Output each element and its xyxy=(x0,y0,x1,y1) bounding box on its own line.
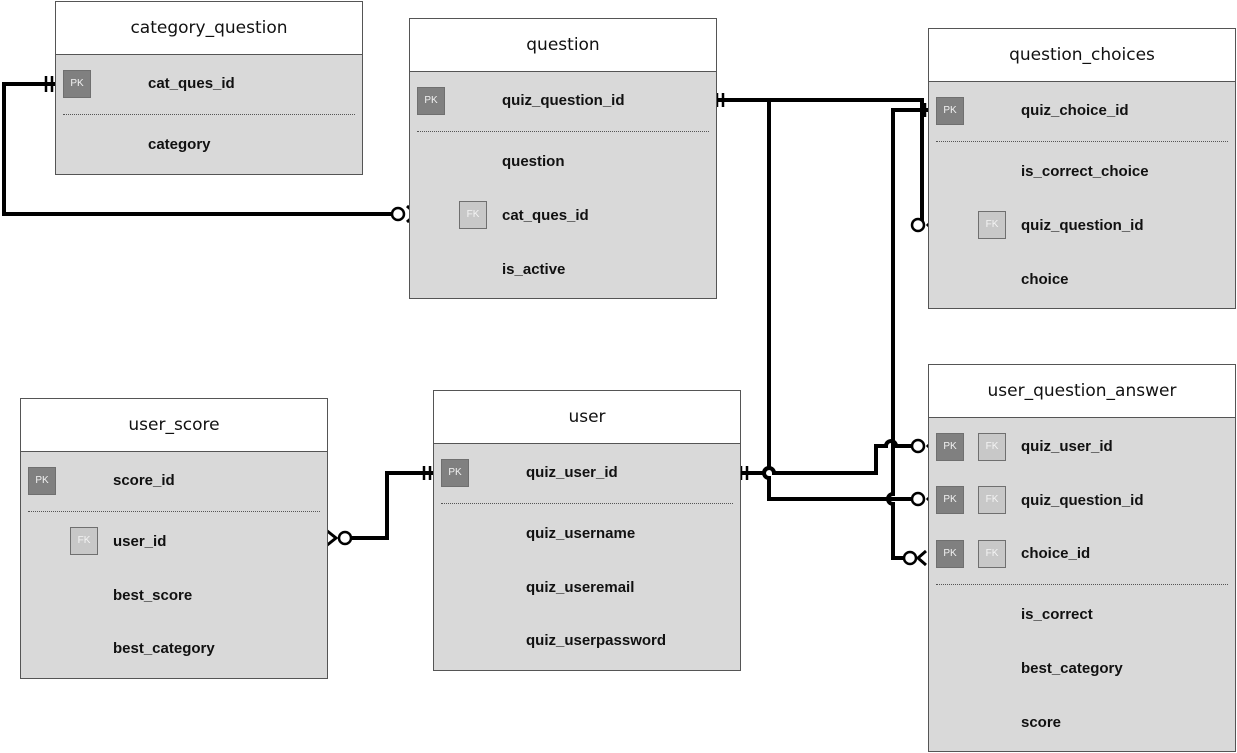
pk-badge: PK xyxy=(441,459,469,487)
entity-user-score[interactable]: user_score PK score_id FK user_id best_s… xyxy=(20,398,328,679)
pk-badge: PK xyxy=(63,70,91,98)
zero-mark-uqa-question xyxy=(910,491,926,507)
divider xyxy=(936,584,1228,585)
pk-badge: PK xyxy=(936,540,964,568)
entity-question[interactable]: question PK quiz_question_id question FK… xyxy=(409,18,717,299)
attr-choice: choice xyxy=(1021,271,1069,288)
attr-user-id: user_id xyxy=(113,533,167,550)
attr-quiz-user-id: quiz_user_id xyxy=(1021,438,1113,455)
entity-question-choices[interactable]: question_choices PK quiz_choice_id is_co… xyxy=(928,28,1236,309)
pk-badge: PK xyxy=(936,486,964,514)
fk-badge: FK xyxy=(70,527,98,555)
attr-is-correct: is_correct xyxy=(1021,606,1093,623)
zero-mark-uqa-choice xyxy=(902,550,918,566)
attr-quiz-username: quiz_username xyxy=(526,525,636,542)
attr-category: category xyxy=(148,136,211,153)
one-mark-user-right xyxy=(739,466,749,480)
attr-quiz-user-id: quiz_user_id xyxy=(526,464,618,481)
zero-mark-choices-question xyxy=(910,217,926,233)
entity-user[interactable]: user PK quiz_user_id quiz_username quiz_… xyxy=(433,390,741,671)
attr-is-correct-choice: is_correct_choice xyxy=(1021,163,1149,180)
pk-badge: PK xyxy=(936,97,964,125)
divider xyxy=(417,131,709,132)
attr-quiz-choice-id: quiz_choice_id xyxy=(1021,102,1129,119)
attr-choice-id: choice_id xyxy=(1021,545,1091,562)
zero-mark-question-cat xyxy=(390,206,406,222)
attr-question: question xyxy=(502,153,565,170)
entity-title: user_score xyxy=(21,399,327,452)
zero-mark-uqa-user xyxy=(910,438,926,454)
attr-quiz-question-id: quiz_question_id xyxy=(502,92,625,109)
attr-best-score: best_score xyxy=(113,587,193,604)
pk-badge: PK xyxy=(417,87,445,115)
entity-title: user xyxy=(434,391,740,444)
link-user-to-score xyxy=(350,471,440,540)
pk-badge: PK xyxy=(28,467,56,495)
one-mark-category-question xyxy=(44,76,54,92)
divider xyxy=(936,141,1228,142)
attr-quiz-useremail: quiz_useremail xyxy=(526,579,635,596)
link-user-to-uqa xyxy=(734,439,916,475)
attr-best-category: best_category xyxy=(1021,660,1123,677)
fk-badge: FK xyxy=(978,540,1006,568)
entity-title: question_choices xyxy=(929,29,1235,82)
link-category-question-to-question xyxy=(2,82,398,216)
attr-quiz-userpassword: quiz_userpassword xyxy=(526,632,667,649)
attr-quiz-question-id: quiz_question_id xyxy=(1021,492,1144,509)
divider xyxy=(28,511,320,512)
divider xyxy=(63,114,355,115)
attr-is-active: is_active xyxy=(502,261,566,278)
crowfoot-uqa-choice xyxy=(915,549,927,567)
entity-title: category_question xyxy=(56,2,362,55)
pk-badge: PK xyxy=(936,433,964,461)
entity-user-question-answer[interactable]: user_question_answer PK FK quiz_user_id … xyxy=(928,364,1236,752)
attr-quiz-question-id: quiz_question_id xyxy=(1021,217,1144,234)
one-mark-question-right xyxy=(715,93,725,107)
link-question-to-uqa xyxy=(762,100,924,501)
fk-badge: FK xyxy=(978,433,1006,461)
fk-badge: FK xyxy=(459,201,487,229)
entity-title: user_question_answer xyxy=(929,365,1235,418)
link-choices-to-uqa xyxy=(886,108,934,560)
fk-badge: FK xyxy=(978,211,1006,239)
attr-best-category: best_category xyxy=(113,640,215,657)
entity-title: question xyxy=(410,19,716,72)
crowfoot-score-user xyxy=(325,528,339,548)
zero-mark-score-user xyxy=(337,530,353,546)
attr-score: score xyxy=(1021,714,1062,731)
fk-badge: FK xyxy=(978,486,1006,514)
entity-category-question[interactable]: category_question PK cat_ques_id categor… xyxy=(55,1,363,175)
attr-cat-ques-id: cat_ques_id xyxy=(148,75,235,92)
attr-cat-ques-id: cat_ques_id xyxy=(502,207,589,224)
divider xyxy=(441,503,733,504)
one-mark-user-pk xyxy=(422,466,432,480)
attr-score-id: score_id xyxy=(113,472,175,489)
